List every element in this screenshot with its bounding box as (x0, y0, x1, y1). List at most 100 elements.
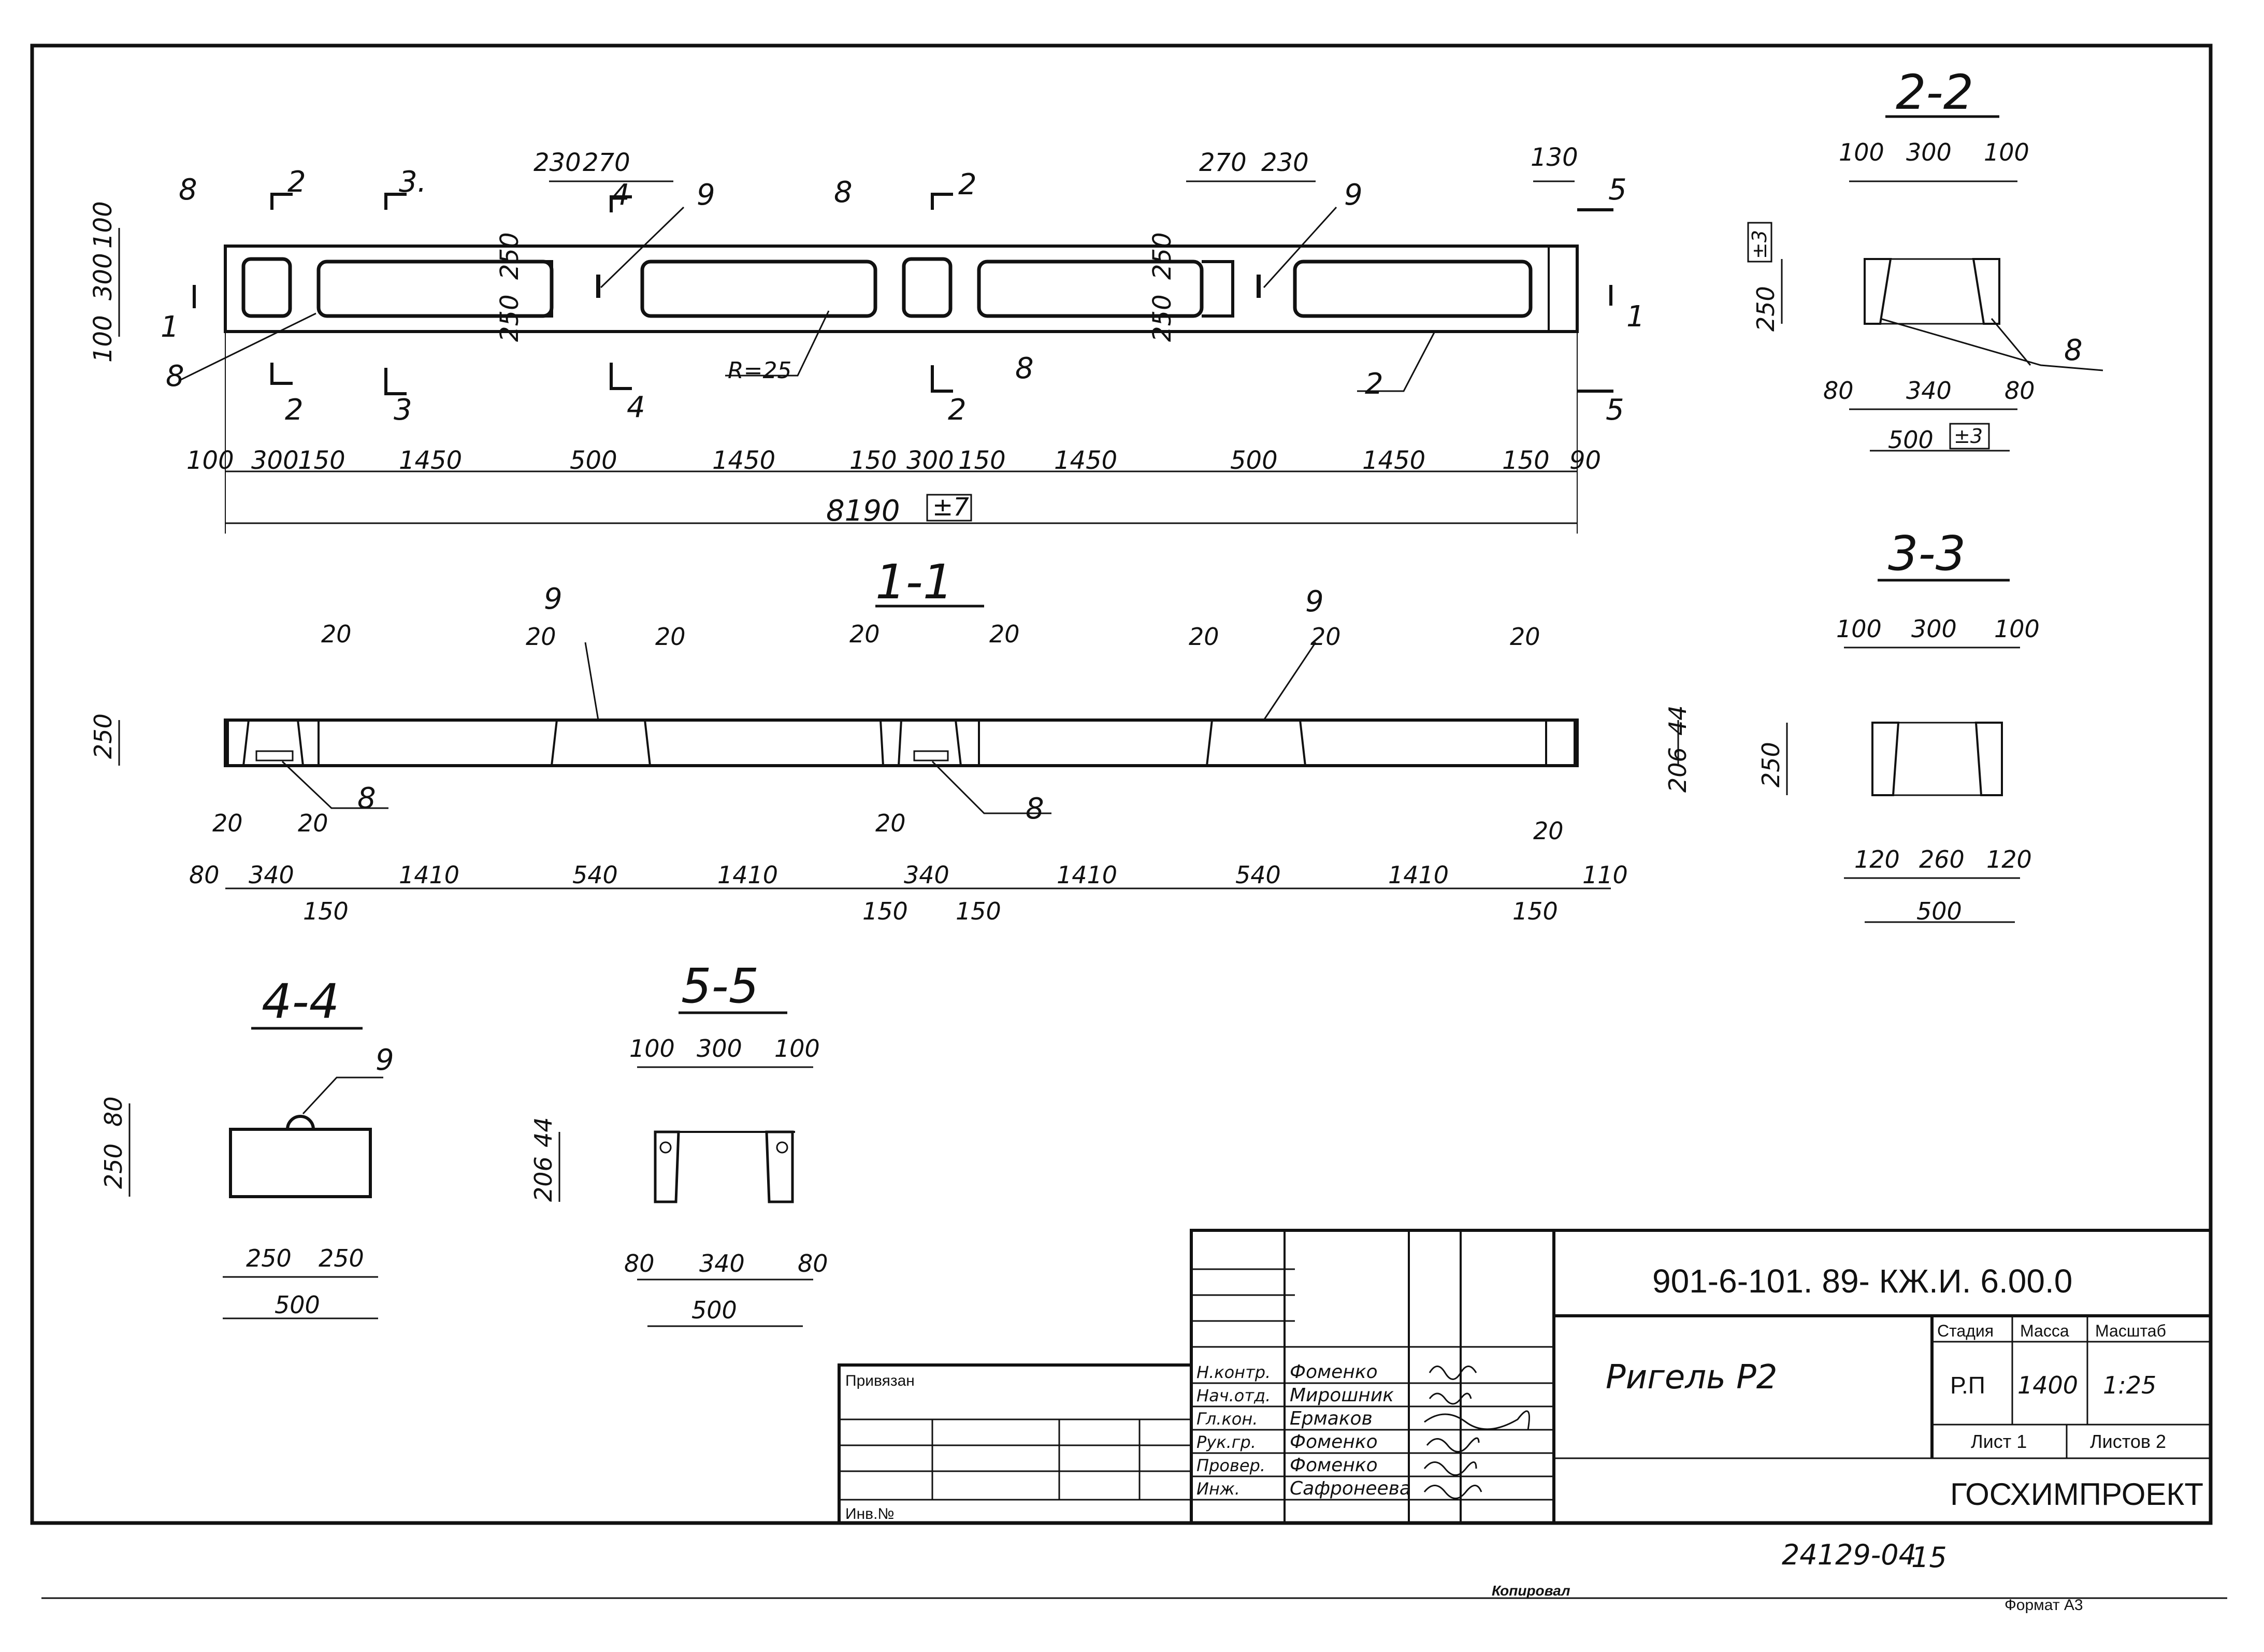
plan-beam-outline (224, 245, 1579, 333)
plan-overall: 8190 (826, 494, 900, 528)
person-name: Мирошник (1290, 1385, 1394, 1406)
plan-bdim: 300 (906, 446, 954, 475)
s55-bottom-dim: 80 (624, 1249, 655, 1277)
s11-dim20: 20 (655, 623, 686, 651)
plan-left-300: 300 (89, 253, 118, 300)
s22-callout-8: 8 (2064, 334, 2083, 367)
plan-callout-8: 8 (179, 173, 197, 207)
plan-cut-4b: 4 (627, 391, 645, 424)
s11-dim20: 20 (1533, 817, 1564, 845)
plan-cut-3: 3. (399, 165, 426, 199)
s33-top-dim: 300 (1911, 615, 1957, 643)
copied-label: Копировал (1492, 1583, 1570, 1599)
plan-dim-130: 130 (1531, 143, 1578, 172)
s11-bdim: 540 (1235, 861, 1281, 889)
signatures (1423, 1366, 1530, 1499)
s44-block (229, 1128, 372, 1198)
s22-overall-tol: ±3 (1954, 425, 1983, 448)
plan-view (118, 180, 1613, 534)
s55-left-206: 206 (529, 1156, 557, 1202)
plan-cut-4: 4 (611, 178, 630, 212)
plan-open-250: 250 (495, 232, 524, 280)
s11-bdim: 1410 (1057, 861, 1117, 889)
plan-bdim: 1450 (1362, 446, 1425, 475)
s11-bdim: 340 (904, 861, 949, 889)
plan-callout-8: 8 (834, 176, 853, 209)
plan-bdim: 500 (570, 446, 617, 475)
s44-left-250: 250 (99, 1143, 127, 1189)
plan-open-250b: 250 (495, 294, 524, 342)
plan-dim-230b: 230 (1261, 148, 1309, 177)
sheets-total: Листов 2 (2090, 1431, 2166, 1452)
s44-overall: 500 (275, 1291, 320, 1319)
s11-dim20: 20 (989, 620, 1020, 648)
section-4-4 (128, 1076, 383, 1319)
plan-dim-270: 270 (583, 148, 630, 177)
page-number: 15 (1911, 1541, 1947, 1574)
s55-top-dim: 300 (697, 1035, 742, 1062)
section-1-1 (118, 642, 1679, 889)
plan-cut-2b: 2 (958, 168, 977, 202)
person-name: Фоменко (1290, 1361, 1378, 1383)
s11-ldim: 150 (956, 897, 1001, 925)
s11-callout-8: 8 (1026, 792, 1044, 826)
s22-top-dim: 300 (1906, 138, 1952, 166)
s55-top-dim: 100 (629, 1035, 675, 1062)
s11-bdim: 110 (1582, 861, 1628, 889)
s11-ldim: 150 (862, 897, 908, 925)
plan-cut-2d: 2 (948, 393, 967, 427)
s33-bottom-dim: 120 (1854, 845, 1900, 873)
role: Нач.отд. (1196, 1386, 1271, 1405)
s33-bottom-dim: 260 (1919, 845, 1965, 873)
s11-dim20: 20 (875, 809, 906, 837)
s11-right-206: 206 (1664, 747, 1692, 793)
plan-left-100b: 100 (89, 315, 118, 363)
s22-bottom-dim: 340 (1906, 377, 1952, 405)
s11-dim20: 20 (298, 809, 328, 837)
person-name: Фоменко (1290, 1455, 1378, 1476)
s44-title: 4-4 (262, 974, 339, 1029)
drawing-name: Ригель Р2 (1606, 1358, 1777, 1397)
archive-number: 24129-04 (1782, 1539, 1916, 1571)
doc-code: 901-6-101. 89- КЖ.И. 6.00.0 (1652, 1262, 2072, 1300)
format-label: Формат А3 (2005, 1597, 2083, 1614)
s11-ldim: 150 (303, 897, 349, 925)
plan-opening (977, 260, 1204, 318)
stage-value: Р.П (1950, 1372, 1985, 1399)
s55-title: 5-5 (681, 958, 759, 1014)
s44-left-80: 80 (99, 1096, 127, 1127)
person-name: Сафронеева (1290, 1478, 1411, 1499)
organization: ГОСХИМПРОЕКТ (1950, 1477, 2203, 1512)
s22-right-wall (1972, 258, 2000, 325)
s33-title: 3-3 (1888, 526, 1966, 581)
plan-open-250d: 250 (1148, 294, 1177, 342)
s11-anchor-block (550, 719, 652, 767)
s33-bottom-dim: 120 (1986, 845, 2032, 873)
role: Провер. (1196, 1456, 1265, 1475)
person-name: Фоменко (1290, 1431, 1378, 1453)
s11-bdim: 80 (189, 861, 220, 889)
s22-bottom-dim: 80 (1823, 377, 1854, 405)
role: Гл.кон. (1196, 1409, 1258, 1429)
s11-dim20: 20 (1510, 623, 1540, 651)
plan-opening (1293, 260, 1533, 318)
plan-cut-2: 2 (287, 165, 306, 199)
s55-top-dim: 100 (774, 1035, 820, 1062)
s55-bottom-dim: 80 (798, 1249, 828, 1277)
plan-callout-2: 2 (1365, 367, 1383, 401)
plan-cut-5b: 5 (1606, 393, 1624, 427)
s11-title: 1-1 (875, 554, 953, 610)
mass-value: 1400 (2017, 1371, 2078, 1399)
plan-open-250c: 250 (1148, 232, 1177, 280)
mass-label: Масса (2020, 1321, 2069, 1340)
s11-bdim: 1410 (1388, 861, 1449, 889)
plan-bdim: 1450 (712, 446, 775, 475)
s33-overall: 500 (1916, 897, 1962, 925)
s11-ldim: 150 (1512, 897, 1558, 925)
s11-anchor-block (1205, 719, 1307, 767)
s33-top-dim: 100 (1994, 615, 2040, 643)
stage-label: Стадия (1937, 1321, 1994, 1340)
s22-height-tol: ±3 (1748, 230, 1771, 259)
s11-dim20: 20 (526, 623, 556, 651)
